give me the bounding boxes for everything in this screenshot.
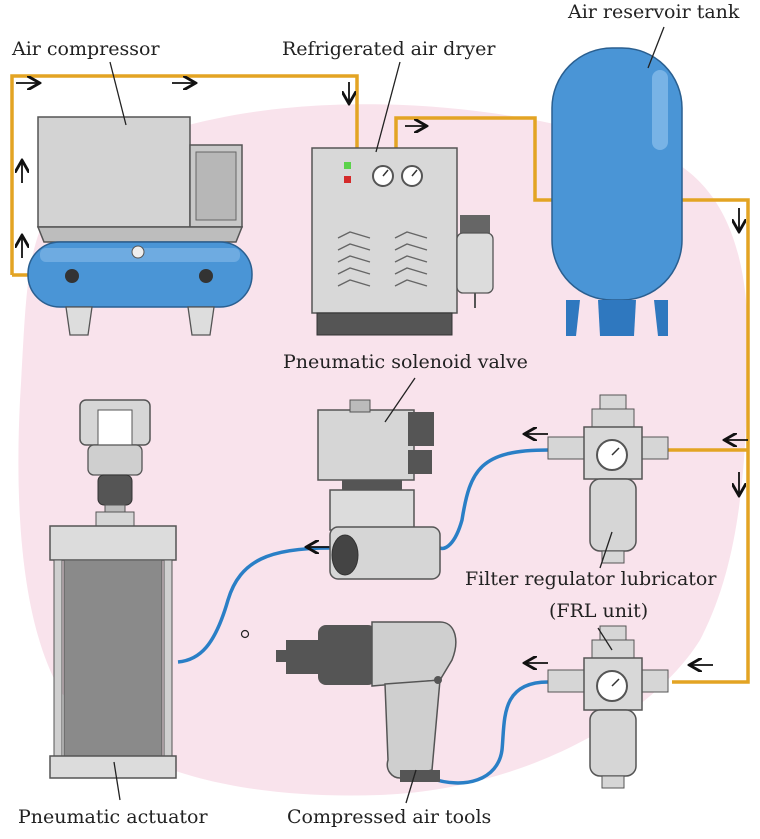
label-pneumatic-actuator: Pneumatic actuator — [18, 806, 208, 828]
air-line-tank-to-frl — [672, 198, 750, 684]
label-frl-line1: Filter regulator lubricator — [465, 568, 717, 590]
leader-line-frl-upper — [599, 531, 613, 569]
label-compressed-air-tools: Compressed air tools — [287, 806, 492, 828]
label-refrigerated-air-dryer: Refrigerated air dryer — [282, 38, 496, 60]
leader-line-dryer — [375, 61, 401, 153]
pneumatic-solenoid-valve — [317, 399, 441, 580]
label-frl-line2: (FRL unit) — [549, 600, 649, 622]
leader-line-solenoid — [384, 377, 416, 423]
frl-unit-upper — [547, 394, 669, 564]
air-line-dryer-to-tank — [394, 116, 560, 202]
stray-dot — [240, 629, 250, 639]
leader-lines — [109, 26, 665, 804]
leader-line-tools — [405, 769, 417, 804]
hose-solenoid-to-actuator — [177, 546, 331, 664]
hose-frl-upper-to-solenoid — [439, 448, 549, 551]
pneumatic-actuator — [49, 399, 177, 779]
leader-line-compressor — [109, 61, 127, 126]
label-pneumatic-solenoid-valve: Pneumatic solenoid valve — [283, 351, 528, 373]
air-reservoir-tank — [551, 47, 683, 336]
flow-arrows — [16, 82, 748, 665]
leader-line-actuator — [113, 761, 121, 801]
hose-frl-lower-to-tool — [429, 680, 549, 785]
refrigerated-air-dryer — [311, 147, 494, 336]
compressed-air-tool — [276, 621, 457, 782]
air-compressor — [27, 116, 253, 336]
hose-network — [177, 448, 549, 785]
frl-unit-lower — [547, 625, 669, 789]
label-air-reservoir-tank: Air reservoir tank — [568, 1, 740, 23]
leader-line-frl-lower — [597, 627, 613, 651]
label-air-compressor: Air compressor — [12, 38, 160, 60]
leader-line-tank — [647, 26, 665, 69]
